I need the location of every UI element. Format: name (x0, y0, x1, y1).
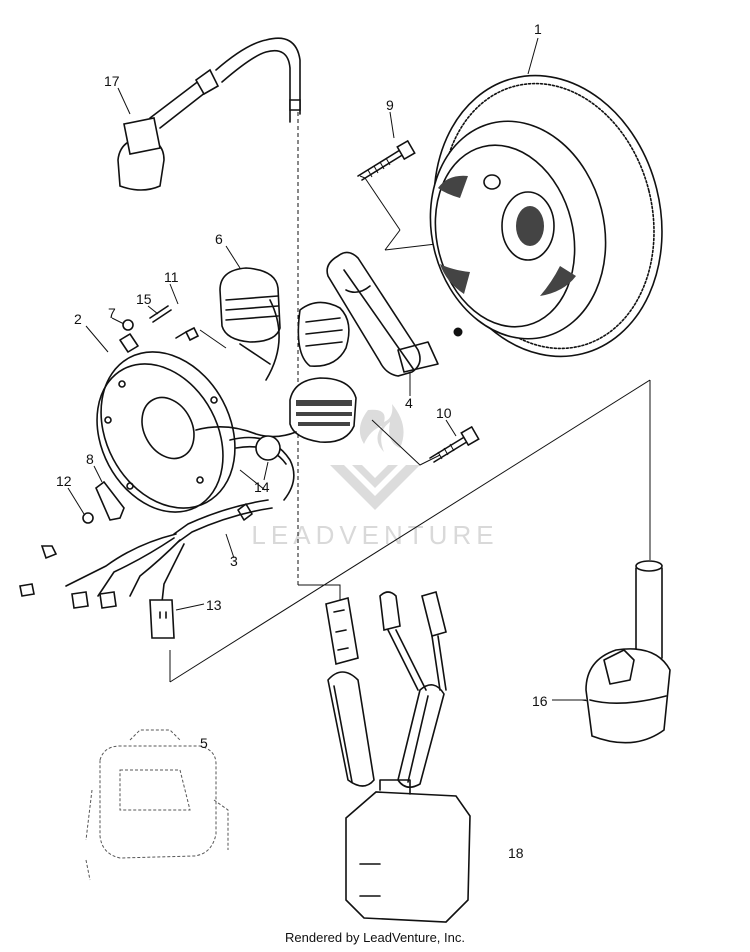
watermark: LEADVENTURE (251, 404, 498, 550)
callout-7: 7 (108, 305, 116, 321)
callout-11: 11 (164, 269, 179, 285)
callout-14: 14 (254, 479, 270, 495)
leader-lines (67, 37, 586, 701)
stator-plate-icon (96, 319, 236, 513)
callout-8: 8 (86, 451, 94, 467)
bolt-9 (357, 139, 416, 181)
callout-12: 12 (56, 473, 72, 489)
pulser-coil (326, 251, 463, 377)
callout-13: 13 (206, 597, 222, 613)
callout-15: 15 (136, 291, 152, 307)
cdi-unit (325, 591, 471, 923)
pulser-coil-icon (326, 251, 463, 377)
spark-plug-cap (117, 37, 301, 191)
ignition-coil (585, 560, 671, 744)
callout-5: 5 (200, 735, 208, 751)
callout-17: 17 (104, 73, 120, 89)
flywheel-icon (429, 74, 663, 358)
callouts: 1 2 3 4 5 6 7 8 9 10 11 12 13 14 15 16 1… (56, 21, 548, 861)
regulator-icon (85, 729, 229, 881)
connector-13 (149, 599, 175, 639)
stator-plate (96, 319, 236, 513)
lighting-coil (195, 267, 357, 443)
flywheel (429, 74, 663, 358)
screw-11 (184, 326, 200, 342)
ignition-coil-icon (585, 560, 671, 744)
spark-plug-cap-icon (117, 37, 301, 191)
screw-15 (149, 305, 169, 319)
bolt-10 (429, 425, 480, 463)
regulator (85, 729, 229, 881)
callout-1: 1 (534, 21, 542, 37)
callout-2: 2 (74, 311, 82, 327)
callout-16: 16 (532, 693, 548, 709)
screw-12 (82, 512, 94, 524)
callout-6: 6 (215, 231, 223, 247)
grommet-14 (255, 435, 281, 461)
wire-harness (19, 435, 295, 639)
callout-10: 10 (436, 405, 452, 421)
small-hardware (82, 305, 200, 524)
footer-credit: Rendered by LeadVenture, Inc. (285, 930, 465, 945)
callout-4: 4 (405, 395, 413, 411)
cdi-box-icon (325, 591, 471, 923)
callout-9: 9 (386, 97, 394, 113)
watermark-text: LEADVENTURE (251, 520, 498, 550)
clamp-8 (95, 480, 125, 521)
callout-3: 3 (230, 553, 238, 569)
callout-18: 18 (508, 845, 524, 861)
